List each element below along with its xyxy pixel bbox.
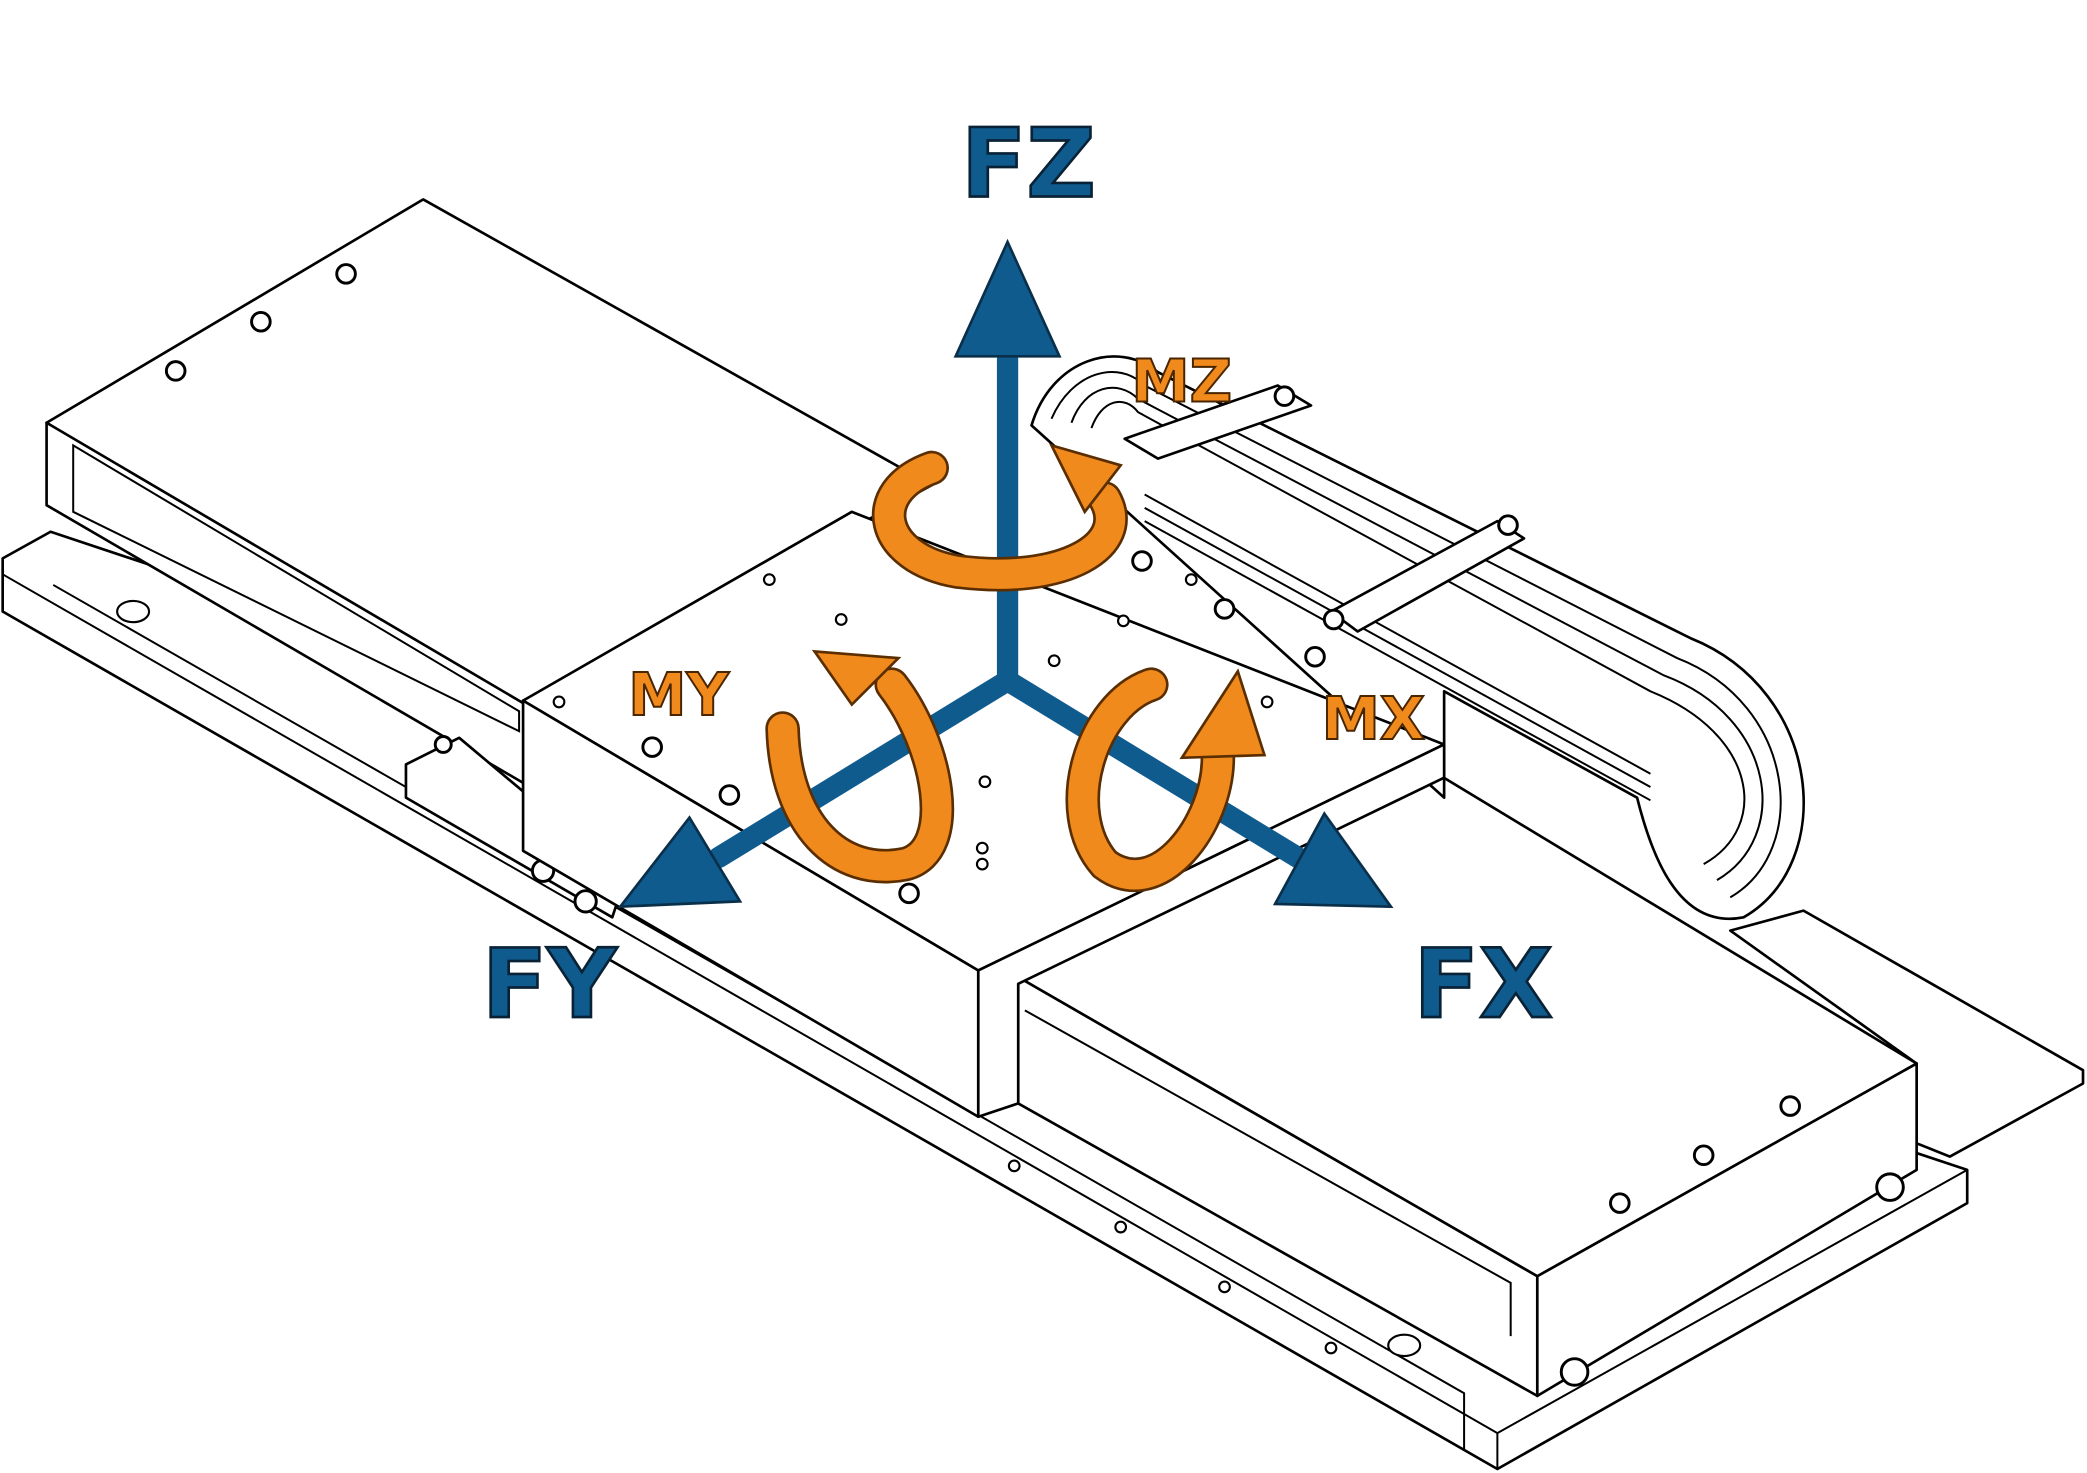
fy-label: FY [482,928,618,1040]
my-label: MY [628,661,729,729]
right-cover [1016,756,1918,1398]
mx-label: MX [1322,685,1425,753]
mx-arrow [1065,667,1267,892]
fx-arrow [996,670,1394,909]
fx-label: FX [1414,928,1553,1040]
fz-arrow [953,238,1062,692]
fy-arrow [617,670,1019,909]
mz-arrow [872,443,1128,592]
ribbon-cable [1030,355,1806,921]
mz-label: MZ [1131,348,1232,416]
carriage-plate [521,510,1446,1119]
my-arrow [765,649,955,884]
fz-label: FZ [961,108,1096,220]
